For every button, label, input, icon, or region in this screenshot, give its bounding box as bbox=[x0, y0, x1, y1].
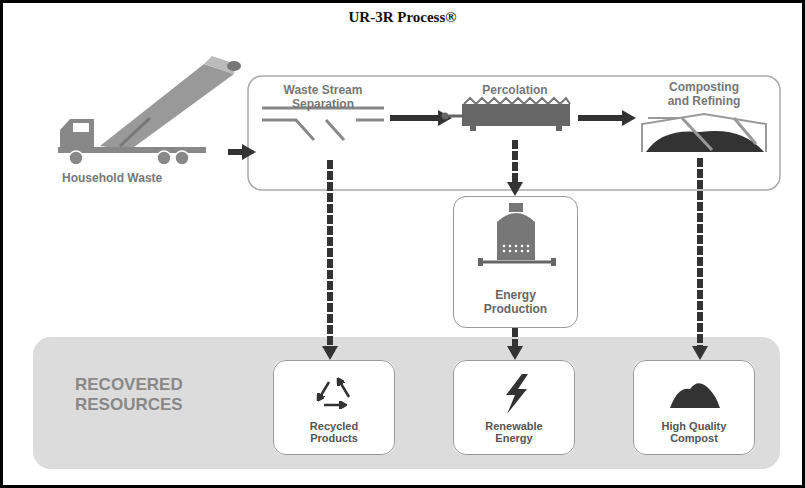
flow-arrow bbox=[228, 149, 246, 155]
node-label: Waste Stream Separation bbox=[258, 84, 388, 112]
recycle-symbol bbox=[320, 382, 349, 405]
process-box: Energy Production bbox=[453, 196, 578, 328]
percolation-drum-icon bbox=[442, 98, 571, 131]
node-label: Energy Production bbox=[474, 289, 558, 317]
resource-box: Recycled Products bbox=[273, 360, 395, 455]
node-label: Composting and Refining bbox=[659, 81, 749, 109]
digester-tank-icon bbox=[478, 203, 556, 266]
lightning-icon bbox=[506, 374, 528, 414]
flow-arrow bbox=[512, 328, 518, 350]
node-label: Household Waste bbox=[62, 172, 162, 186]
node-label: Recycled Products bbox=[292, 420, 376, 445]
flow-arrow bbox=[327, 160, 333, 350]
resource-box: High Quality Compost bbox=[633, 360, 755, 455]
truck-icon bbox=[58, 56, 241, 165]
node-label: Renewable Energy bbox=[472, 420, 556, 445]
compost-pile-icon bbox=[670, 383, 720, 408]
process-stage: Percolation bbox=[452, 80, 578, 140]
resources-band: RECOVERED RESOURCES Recycled Products Rene… bbox=[33, 337, 780, 469]
process-stage: Waste Stream Separation bbox=[256, 80, 390, 160]
process-stage: Composting and Refining bbox=[636, 78, 772, 158]
flow-arrow bbox=[512, 140, 518, 186]
source-node: Household Waste bbox=[40, 60, 228, 190]
composting-hall-icon bbox=[642, 114, 766, 152]
flow-arrow bbox=[697, 158, 703, 350]
node-label: High Quality Compost bbox=[649, 420, 739, 445]
node-label: Percolation bbox=[482, 84, 547, 98]
flow-arrow bbox=[390, 115, 442, 121]
diagram-title: UR-3R Process® bbox=[0, 9, 805, 26]
node-label: RECOVERED RESOURCES bbox=[75, 375, 225, 414]
separation-icon bbox=[262, 108, 384, 140]
resource-box: Renewable Energy bbox=[453, 360, 575, 455]
flow-arrow bbox=[578, 115, 626, 121]
